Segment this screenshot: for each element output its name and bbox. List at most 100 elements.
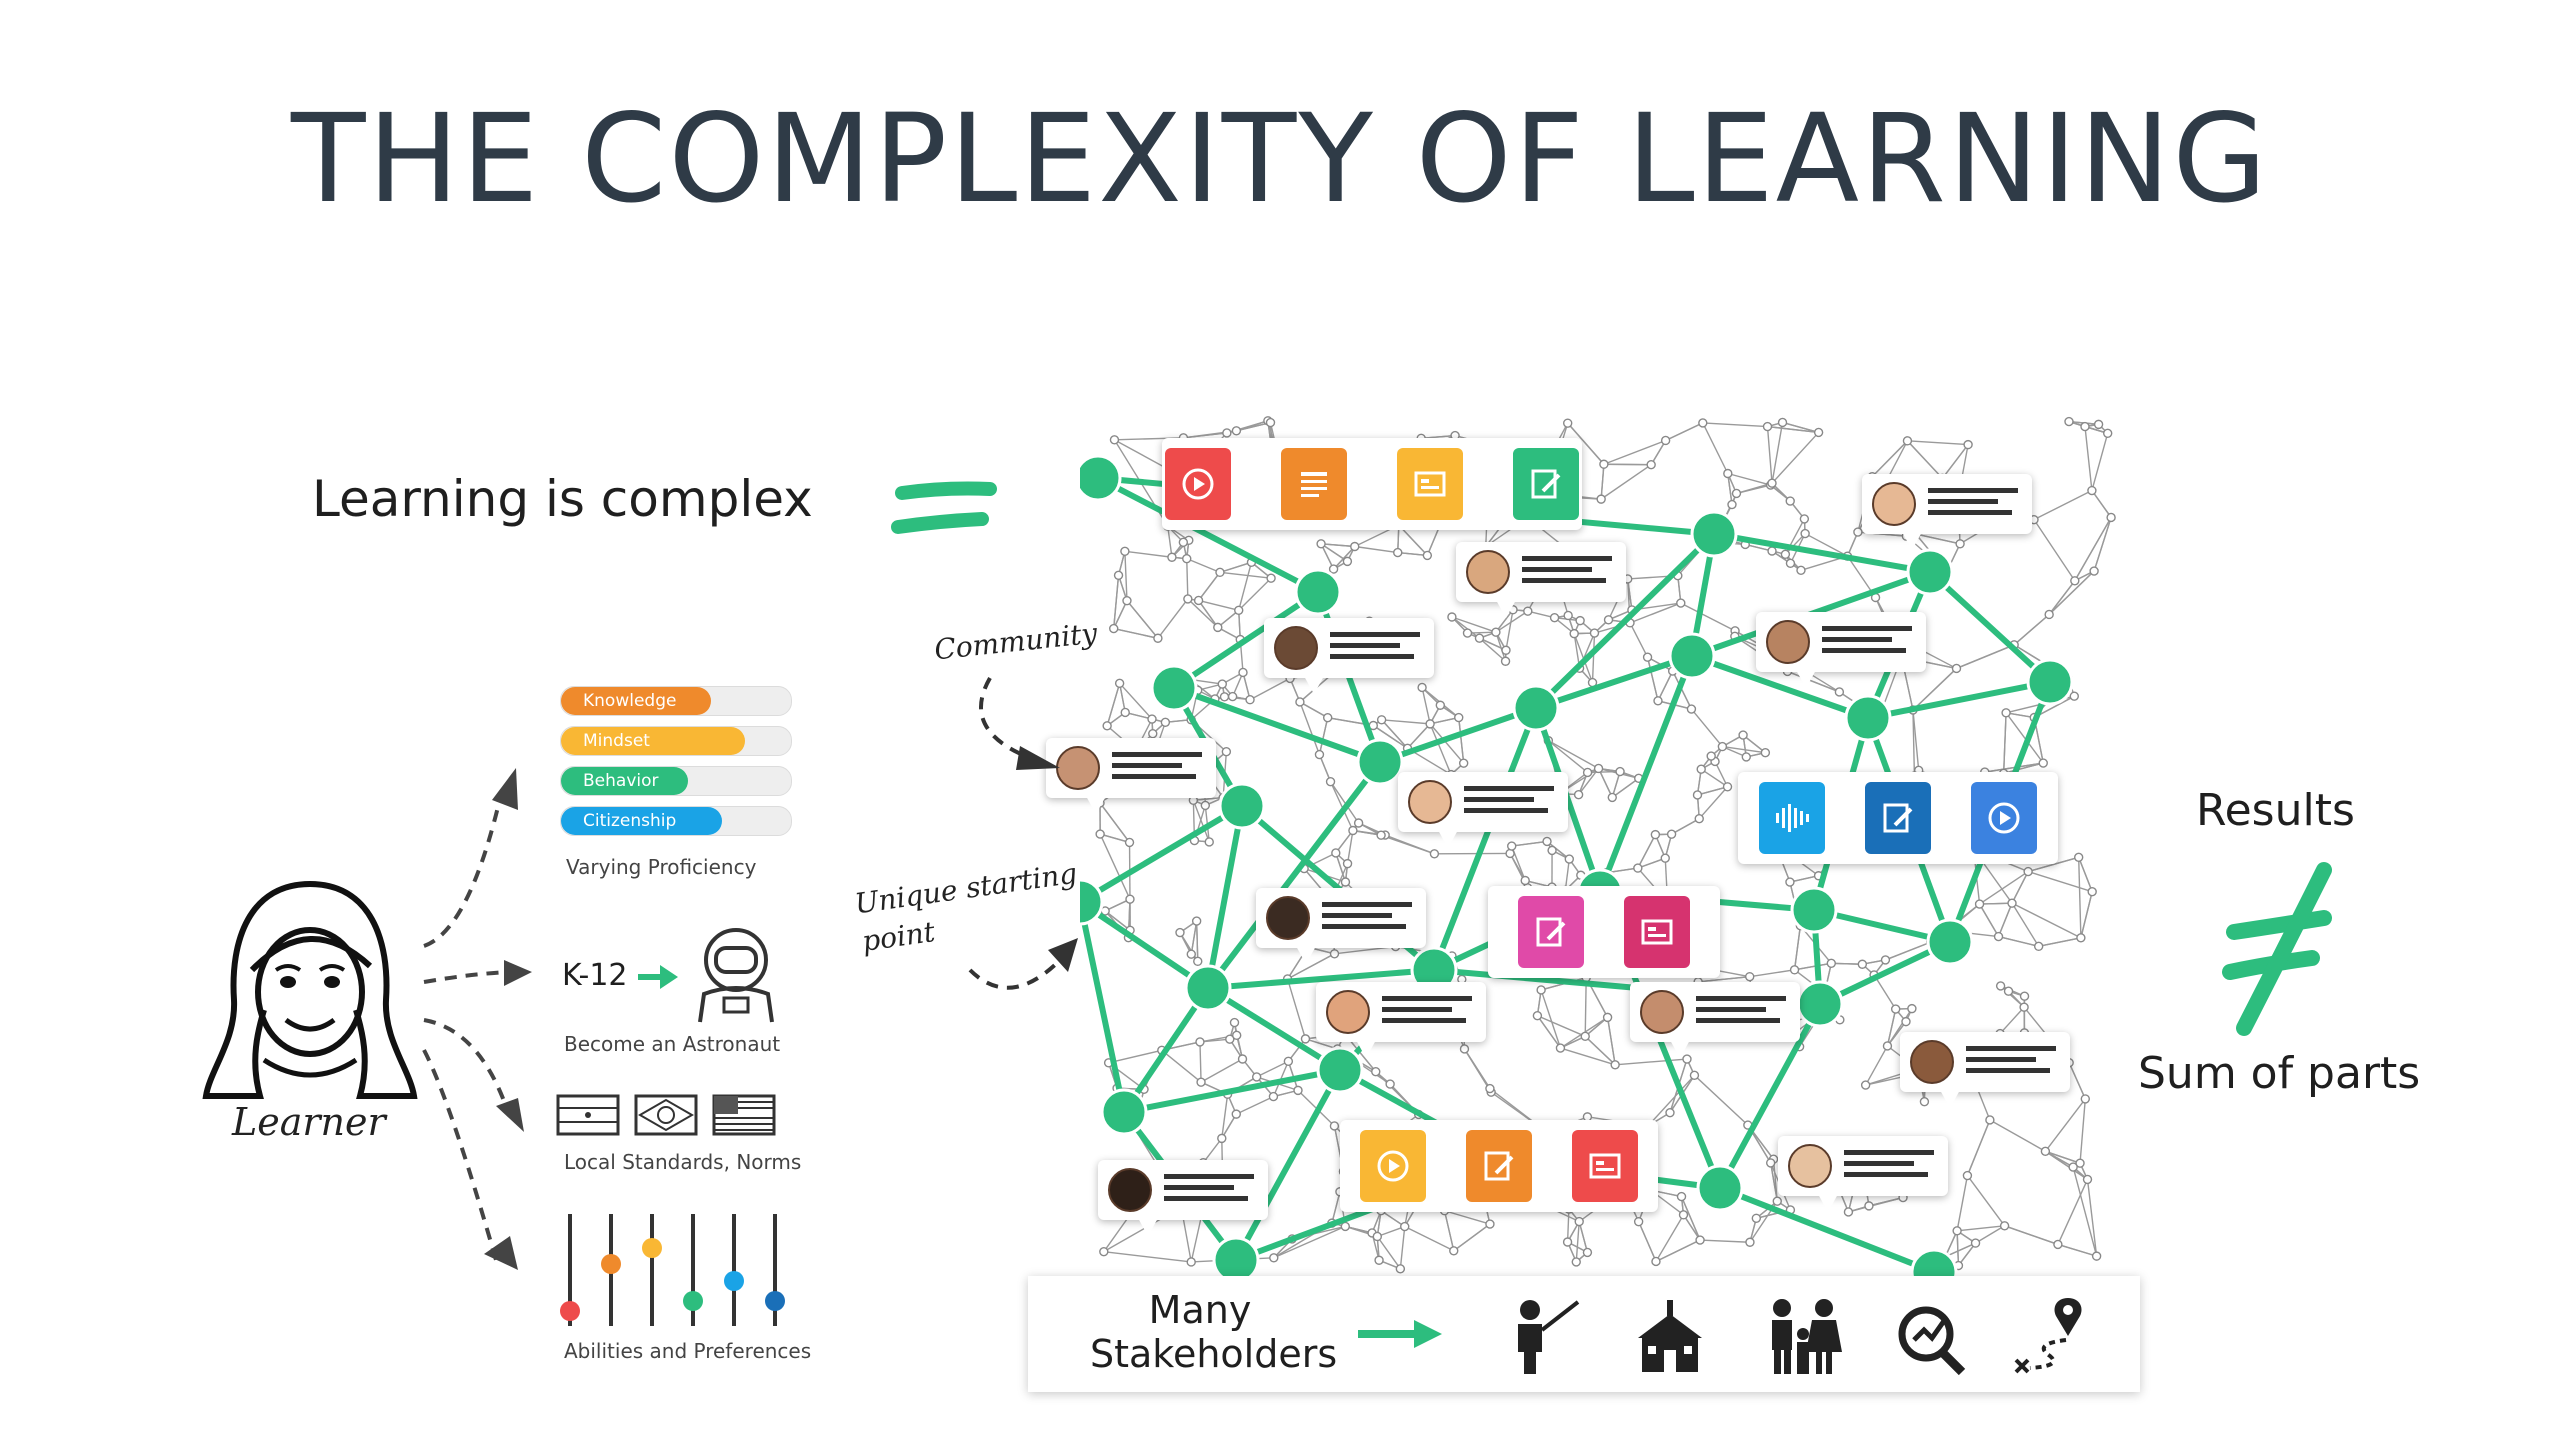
stakeholders-line2: Stakeholders bbox=[1090, 1332, 1338, 1376]
results-label: Results bbox=[2196, 785, 2355, 836]
slides-tile-icon bbox=[1624, 896, 1690, 968]
avatar bbox=[1266, 896, 1310, 940]
hub-node bbox=[1356, 738, 1404, 786]
unique-start-label-line2: point bbox=[860, 915, 937, 958]
family-icon bbox=[1772, 1299, 1842, 1374]
hub-node bbox=[1844, 694, 1892, 742]
astronaut-caption: Become an Astronaut bbox=[564, 1032, 781, 1056]
avatar bbox=[1408, 780, 1452, 824]
avatar bbox=[1466, 550, 1510, 594]
proficiency-bar-behavior: Behavior bbox=[561, 767, 688, 795]
text-lines bbox=[1382, 996, 1472, 1023]
hub-node bbox=[1926, 918, 1974, 966]
avatar bbox=[1872, 482, 1916, 526]
avatar bbox=[1910, 1040, 1954, 1084]
not-equal-icon bbox=[2222, 862, 2332, 1036]
route-icon bbox=[2014, 1298, 2082, 1374]
flag-2-icon bbox=[634, 1094, 698, 1136]
hub-node bbox=[1512, 684, 1560, 732]
proficiency-bar-mindset: Mindset bbox=[561, 727, 745, 755]
person-bubble bbox=[1778, 1136, 1948, 1212]
text-lines bbox=[1464, 786, 1554, 813]
hub-node bbox=[1316, 1046, 1364, 1094]
slider-knob bbox=[601, 1254, 621, 1274]
person-bubble bbox=[1046, 738, 1216, 814]
avatar bbox=[1788, 1144, 1832, 1188]
stakeholder-icons bbox=[1518, 1298, 2082, 1376]
audio-tile-icon bbox=[1759, 782, 1825, 854]
proficiency-bar-citizenship: Citizenship bbox=[561, 807, 722, 835]
learning-complex-label: Learning is complex bbox=[312, 470, 813, 528]
person-bubble bbox=[1756, 612, 1926, 688]
abilities-caption: Abilities and Preferences bbox=[564, 1339, 812, 1363]
hub-node bbox=[1184, 964, 1232, 1012]
proficiency-bar-knowledge: Knowledge bbox=[561, 687, 711, 715]
hub-node bbox=[1218, 782, 1266, 830]
slider-knob bbox=[765, 1291, 785, 1311]
slides-tile-icon bbox=[1572, 1130, 1638, 1202]
flag-1-icon bbox=[556, 1094, 620, 1136]
hub-node bbox=[1696, 1164, 1744, 1212]
video-tile-icon bbox=[1165, 448, 1231, 520]
avatar bbox=[1056, 746, 1100, 790]
person-bubble bbox=[1098, 1160, 1268, 1236]
hub-node bbox=[1906, 548, 1954, 596]
analytics-icon bbox=[1898, 1306, 1966, 1376]
text-lines bbox=[1844, 1150, 1934, 1177]
text-lines bbox=[1822, 626, 1912, 653]
person-bubble bbox=[1316, 982, 1486, 1058]
hub-node bbox=[1150, 664, 1198, 712]
video-tile-icon bbox=[1971, 782, 2037, 854]
abilities-sliders bbox=[560, 1214, 785, 1326]
stakeholders-label: Many Stakeholders bbox=[1090, 1288, 1338, 1376]
learner-label: Learner bbox=[232, 1100, 386, 1144]
green-arrow-icon bbox=[1358, 1320, 1442, 1348]
avatar bbox=[1274, 626, 1318, 670]
hub-node bbox=[1910, 1248, 1958, 1280]
content-cards-bottom bbox=[1340, 1120, 1658, 1212]
equals-icon bbox=[891, 481, 997, 534]
hub-node bbox=[1668, 632, 1716, 680]
flags-icon bbox=[556, 1094, 776, 1136]
avatar bbox=[1108, 1168, 1152, 1212]
unique-start-label-line1: Unique starting bbox=[852, 856, 1080, 921]
proficiency-caption: Varying Proficiency bbox=[566, 855, 757, 879]
stakeholders-line1: Many bbox=[1148, 1288, 1252, 1332]
hub-node bbox=[1100, 1088, 1148, 1136]
hub-node bbox=[1212, 1236, 1260, 1280]
text-lines bbox=[1928, 488, 2018, 515]
assignment-tile-icon bbox=[1513, 448, 1579, 520]
content-cards-top bbox=[1162, 438, 1582, 530]
community-label: Community bbox=[932, 616, 1099, 667]
school-icon bbox=[1638, 1300, 1702, 1372]
learner-avatar bbox=[202, 881, 418, 1099]
hub-node bbox=[1790, 886, 1838, 934]
avatar bbox=[1326, 990, 1370, 1034]
hub-node bbox=[2026, 658, 2074, 706]
community-arrow bbox=[979, 677, 1060, 770]
slider-knob bbox=[560, 1301, 580, 1321]
hub-node bbox=[1690, 510, 1738, 558]
proficiency-track-knowledge: Knowledge bbox=[560, 686, 792, 716]
hub-node bbox=[1080, 454, 1122, 502]
proficiency-track-behavior: Behavior bbox=[560, 766, 792, 796]
sum-of-parts-label: Sum of parts bbox=[2138, 1048, 2421, 1099]
hub-node bbox=[1796, 980, 1844, 1028]
person-bubble bbox=[1398, 772, 1568, 848]
edit-tile-icon bbox=[1466, 1130, 1532, 1202]
person-bubble bbox=[1256, 888, 1426, 964]
person-bubble bbox=[1900, 1032, 2070, 1108]
avatar bbox=[1640, 990, 1684, 1034]
green-arrow-icon bbox=[638, 965, 678, 989]
hub-node bbox=[1294, 568, 1342, 616]
person-bubble bbox=[1630, 982, 1800, 1058]
text-lines bbox=[1322, 902, 1412, 929]
content-cards-middle bbox=[1488, 886, 1720, 978]
text-lines bbox=[1112, 752, 1202, 779]
stakeholders-panel bbox=[1028, 1276, 2140, 1392]
k12-label: K-12 bbox=[562, 958, 628, 993]
hub-node bbox=[1080, 878, 1104, 926]
standards-caption: Local Standards, Norms bbox=[564, 1150, 802, 1174]
slider-knob bbox=[683, 1291, 703, 1311]
text-lines bbox=[1522, 556, 1612, 583]
